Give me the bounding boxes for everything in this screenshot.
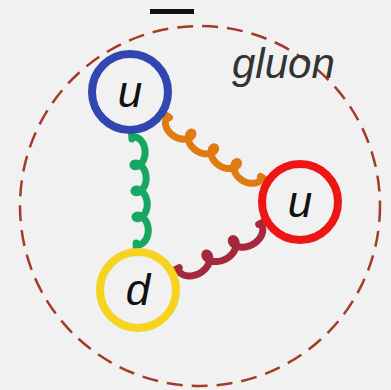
gluon-spring <box>164 114 265 183</box>
quark-circle: u <box>258 160 342 244</box>
quark-circle: d <box>96 248 180 332</box>
hadron-boundary <box>20 26 380 386</box>
quark-circle: u <box>88 50 172 134</box>
gluon-spring <box>174 222 264 276</box>
quark-label: u <box>258 160 342 244</box>
quark-label: u <box>88 50 172 134</box>
quark-label: d <box>96 248 180 332</box>
particle-label: gluon <box>232 40 335 88</box>
top-bar <box>150 9 194 14</box>
gluon-spring <box>132 133 149 249</box>
